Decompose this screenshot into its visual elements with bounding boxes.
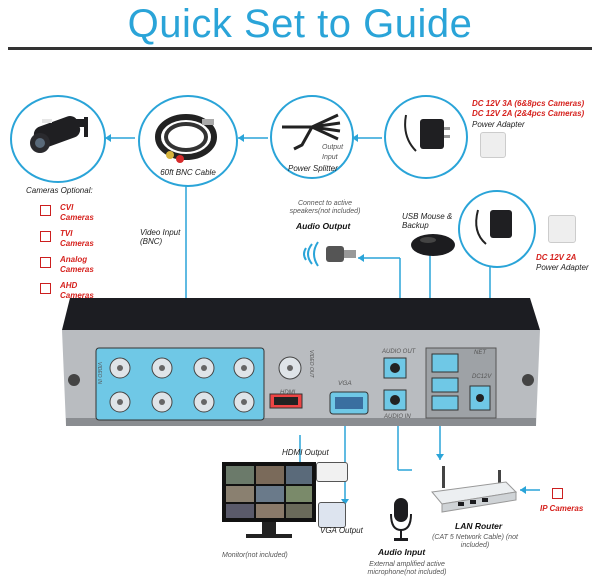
vga-connector-icon: [318, 502, 346, 528]
video-in-label: VIDEO IN: [96, 362, 102, 384]
power-adapter-right-circle: [458, 190, 536, 268]
vga-port-label: VGA: [338, 380, 352, 387]
lan-router-label: LAN Router: [455, 521, 503, 531]
audio-in-port-label: AUDIO IN: [384, 414, 411, 420]
power-adapter-right-icon: [475, 209, 512, 245]
bnc-cable-circle: [138, 95, 238, 187]
router-icon: [431, 466, 518, 513]
hdmi-connector-icon: [316, 462, 348, 482]
camera-circle: [10, 95, 106, 183]
audio-out-port-label: AUDIO OUT: [382, 349, 416, 355]
lan-router-note: (CAT 5 Network Cable) (not included): [432, 534, 518, 550]
dc12v-port-label: DC12V: [472, 374, 492, 380]
camera-type-cvi: CVI Cameras: [60, 203, 94, 222]
dvr-recorder: [62, 298, 540, 426]
checkbox-icon: [40, 231, 51, 242]
splitter-input-label: Input: [322, 154, 338, 161]
audio-input-label: Audio Input: [378, 547, 426, 557]
net-port-label: NET: [474, 350, 486, 356]
microphone-icon: [390, 498, 412, 541]
adapter-top-spec-1: DC 12V 3A (6&8pcs Cameras): [472, 99, 585, 108]
video-input-label: Video Input (BNC): [140, 228, 181, 247]
camera-type-tvi: TVI Cameras: [60, 229, 94, 248]
power-adapter-circle: [384, 95, 468, 179]
wall-socket-right-icon: [548, 215, 576, 243]
adapter-right-spec: DC 12V 2A: [536, 253, 577, 262]
checkbox-icon: [552, 488, 563, 499]
wall-socket-icon: [480, 132, 506, 158]
vga-output-label: VGA Output: [320, 526, 363, 535]
camera-type-analog: Analog Cameras: [60, 255, 94, 274]
checkbox-icon: [40, 205, 51, 216]
hdmi-port-label: HDMI: [280, 390, 296, 396]
monitor-label: Monitor(not included): [222, 552, 288, 559]
usb-label: USB Mouse & Backup: [402, 212, 453, 231]
mouse-icon: [411, 234, 455, 256]
camera-type-ahd: AHD Cameras: [60, 281, 94, 300]
splitter-output-label: Output: [322, 144, 344, 151]
bnc-cable-icon: [155, 114, 217, 163]
adapter-right-label: Power Adapter: [536, 263, 589, 272]
power-splitter-circle: [270, 95, 354, 179]
page-title: Quick Set to Guide: [127, 2, 473, 46]
audio-input-note: External amplified active microphone(not…: [367, 561, 447, 577]
bullet-camera-icon: [30, 116, 88, 153]
adapter-top-spec-2: DC 12V 2A (2&4pcs Cameras): [472, 109, 585, 118]
power-splitter-icon: [282, 113, 341, 151]
video-out-label: VIDEO OUT: [308, 350, 314, 378]
power-adapter-icon: [404, 114, 450, 152]
monitor-icon: [222, 462, 316, 538]
power-splitter-label: Power Splitter: [288, 164, 338, 173]
audio-output-note: Connect to active speakers(not included): [289, 200, 361, 216]
speaker-icon: [303, 241, 356, 267]
audio-output-label: Audio Output: [296, 221, 351, 231]
ip-cameras-label: IP Cameras: [540, 504, 584, 513]
checkbox-icon: [40, 257, 51, 268]
adapter-top-label: Power Adapter: [472, 120, 525, 129]
cameras-optional-heading: Cameras Optional:: [26, 186, 93, 195]
bnc-cable-label: 60ft BNC Cable: [160, 168, 216, 177]
title-divider: [8, 47, 592, 50]
hdmi-output-label: HDMI Output: [282, 448, 329, 457]
checkbox-icon: [40, 283, 51, 294]
